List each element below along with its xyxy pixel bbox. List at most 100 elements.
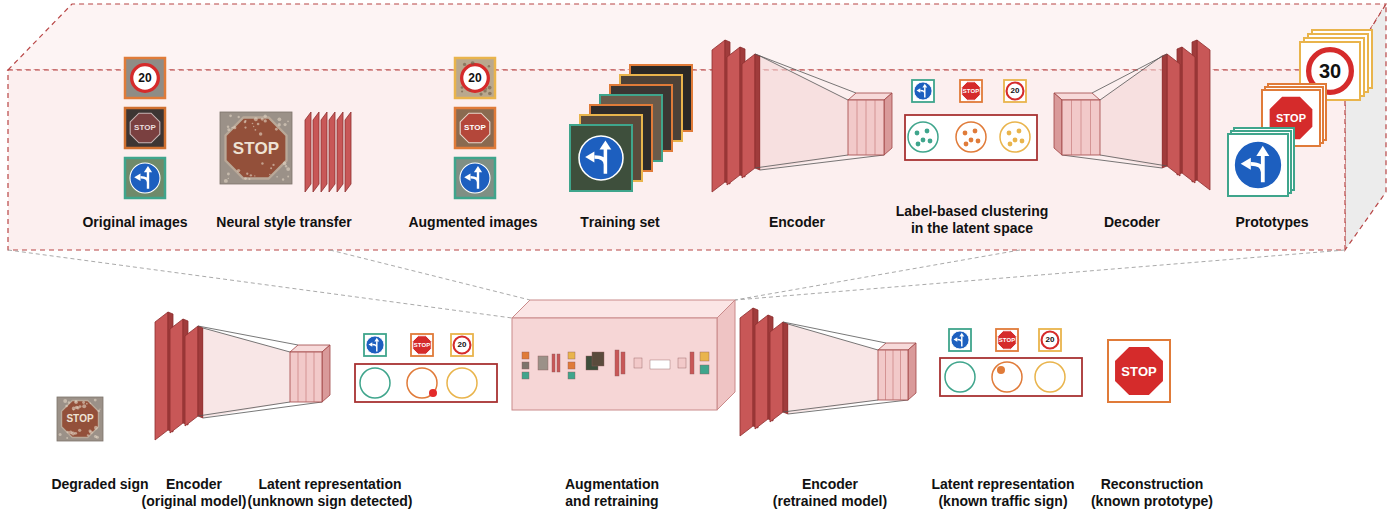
degraded-sign [57, 397, 103, 441]
code-front [1062, 100, 1100, 155]
weathering-spot [257, 123, 260, 126]
latent-point [1007, 131, 1012, 136]
sign-arrowhead [959, 333, 964, 337]
image-frame [411, 334, 433, 356]
weathering-spot [94, 435, 97, 438]
sign-text: STOP [963, 88, 979, 94]
feature-map [321, 112, 327, 192]
caption-node: Encoder [747, 214, 847, 231]
code-slice [298, 352, 299, 402]
miniature-part [568, 352, 575, 359]
code-slice [875, 100, 876, 155]
layer-edge [783, 322, 788, 414]
image-frame [125, 58, 165, 98]
miniature-part [552, 354, 555, 372]
box-side [717, 300, 735, 410]
code-slice [900, 350, 901, 400]
code-slice [1090, 100, 1091, 155]
latent-point [969, 138, 974, 143]
layer-face [1197, 40, 1210, 190]
speed-limit-sign [1007, 83, 1024, 100]
weathering-spot [246, 173, 248, 175]
weathering-spot [99, 408, 100, 409]
layer-face [185, 326, 198, 426]
weathering-spot [69, 430, 73, 434]
weathering-spot [89, 431, 92, 434]
code-slice [866, 100, 867, 155]
layer-face [1182, 47, 1195, 183]
weathering-spot [229, 114, 232, 117]
weathering-spot [461, 86, 464, 89]
feature-map [345, 112, 351, 192]
latent-point [916, 142, 921, 147]
funnel [788, 324, 878, 414]
weathering-spot [287, 175, 289, 177]
weathering-spot [269, 174, 271, 176]
sign-text: STOP [1121, 365, 1156, 378]
original-images [125, 58, 165, 198]
weathering-spot [264, 119, 267, 122]
caption-text: Degraded sign [35, 476, 165, 493]
weathering-spot [283, 162, 287, 166]
weathering-spot [94, 399, 97, 402]
box-front [512, 318, 717, 410]
class-cluster [908, 122, 938, 152]
weathering-spot [63, 399, 67, 403]
weathering-spot [227, 128, 230, 131]
sign-text: STOP [233, 140, 279, 157]
weathering-spot [277, 117, 281, 121]
latent-point [963, 131, 968, 136]
caption-text: Latent representation (known traffic sig… [928, 476, 1078, 510]
funnel-edge [755, 54, 856, 93]
weathering-spot [261, 118, 264, 121]
image-frame [949, 329, 971, 351]
latent-known [940, 329, 1082, 396]
weathering-spot [227, 173, 230, 176]
image-frame [455, 158, 495, 198]
weathering-spot [231, 127, 233, 129]
encoder-network [712, 40, 892, 192]
code-side [884, 93, 892, 155]
caption-text: Decoder [1082, 214, 1182, 231]
code-side [322, 345, 330, 402]
speed-limit-sign [454, 337, 471, 354]
stop-sign [130, 113, 160, 143]
stop-sign [962, 82, 980, 100]
sign-text: 20 [138, 72, 151, 84]
layer-edge [1162, 54, 1167, 168]
stop-sign [998, 331, 1016, 349]
weathering-spot [278, 123, 281, 126]
weathering-spot [237, 169, 240, 172]
caption-node: Prototypes [1217, 214, 1327, 231]
sign-arrowhead [1241, 158, 1251, 170]
funnel-edge [788, 324, 878, 350]
weathering-spot [276, 176, 278, 178]
code-front [878, 350, 908, 400]
miniature-part [690, 352, 694, 374]
weathering-spot [463, 63, 466, 66]
caption-node: Degraded sign [35, 476, 165, 493]
miniature-part [538, 356, 548, 370]
funnel-edge [1100, 56, 1162, 100]
weathering-spot [244, 177, 247, 180]
layer-face [170, 319, 183, 433]
miniature-part [615, 350, 619, 376]
miniature-part [568, 362, 575, 369]
code-slice [1071, 100, 1072, 155]
sign-arrow [141, 172, 149, 189]
code-slice [314, 352, 315, 402]
sign-arrowhead [144, 166, 152, 172]
weathering-spot [82, 404, 86, 408]
image-frame [1108, 340, 1170, 402]
miniature-part [568, 372, 575, 379]
image-frame [125, 158, 165, 198]
weathering-spot [254, 117, 258, 121]
weathering-spot [468, 89, 470, 91]
funnel-edge [755, 155, 848, 168]
direction-sign [460, 163, 490, 193]
sign-arrowhead [369, 342, 373, 347]
caption-text: Training set [560, 214, 680, 231]
funnel-edge [760, 155, 884, 170]
caption-node: Latent representation (known traffic sig… [928, 476, 1078, 510]
weathering-spot [67, 431, 70, 434]
